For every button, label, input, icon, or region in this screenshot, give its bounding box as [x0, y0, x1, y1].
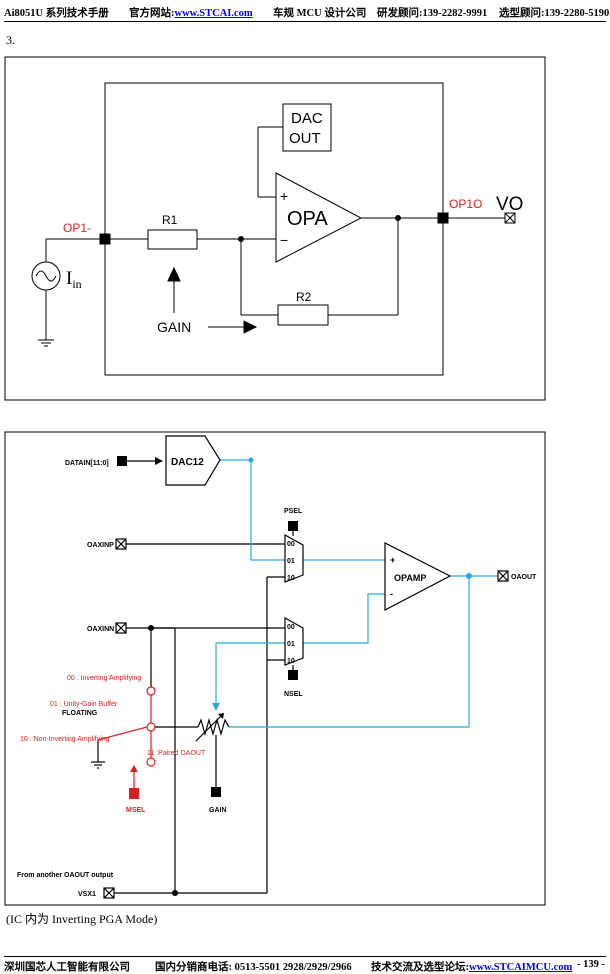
- nsel-mux: [284, 616, 304, 666]
- r1-resistor: [147, 229, 198, 250]
- dac-label-line1: DAC: [291, 110, 323, 127]
- vsx1-label: VSX1: [78, 891, 96, 898]
- gain-label: GAIN: [157, 319, 191, 335]
- op1o-label: OP1O: [449, 197, 482, 211]
- nsel-mux-in-01: 01: [287, 641, 295, 648]
- site-label: 官方网站:www.STCAI.com: [129, 8, 253, 19]
- footer-phone: 国内分销商电话: 0513-5501 2928/2929/2966: [155, 962, 352, 973]
- mode-common-contact: [146, 722, 156, 732]
- r1-label: R1: [162, 213, 178, 227]
- opa-minus-sign: −: [280, 232, 288, 248]
- opamp-triangle: [384, 542, 452, 611]
- oaxinn-label: OAXINN: [87, 626, 114, 633]
- forum-link[interactable]: www.STCAIMCU.com: [469, 962, 573, 973]
- psel-pin: [288, 521, 298, 531]
- oaxinp-label: OAXINP: [87, 542, 114, 549]
- nsel-pin: [288, 670, 298, 680]
- psel-mux: [284, 533, 304, 583]
- page-footer: 深圳国芯人工智能有限公司 国内分销商电话: 0513-5501 2928/292…: [0, 959, 610, 973]
- gain-label-2: GAIN: [209, 807, 227, 814]
- rd-contact: 研发顾问:139-2282-9991: [377, 8, 488, 19]
- gain-arrow-right-icon: [243, 320, 258, 334]
- mode-01-label: 01 : Unity-Gain Buffer: [50, 701, 118, 708]
- footer-company: 深圳国芯人工智能有限公司: [4, 962, 130, 973]
- from-another-label: From another OAOUT output: [17, 872, 114, 879]
- diagram2-frame: [4, 431, 546, 906]
- diagram-2: [4, 431, 546, 906]
- psel-mux-in-10: 10: [287, 575, 295, 582]
- mode-00-contact: [146, 686, 156, 696]
- footer-forum: 技术交流及选型论坛:www.STCAIMCU.com: [371, 962, 573, 973]
- msel-arrow-icon: [130, 765, 138, 772]
- diagram-1-labels: OP1- Iin R1 R2 GAIN DAC OUT + − OPA OP1O…: [63, 110, 523, 335]
- page-header: Ai8051U 系列技术手册 官方网站:www.STCAI.com 车规 MCU…: [0, 0, 610, 22]
- iin-label: Iin: [66, 268, 82, 291]
- msel-label: MSEL: [126, 807, 146, 814]
- nsel-mux-in-00: 00: [287, 624, 295, 631]
- opamp-plus-sign: +: [390, 555, 395, 565]
- doc-title: Ai8051U 系列技术手册: [4, 8, 109, 19]
- dac-label-line2: OUT: [289, 130, 321, 147]
- site-link[interactable]: www.STCAI.com: [174, 8, 253, 19]
- diagram-1: [4, 56, 546, 401]
- header-divider: [4, 21, 606, 22]
- ic-boundary: [104, 82, 444, 376]
- nsel-label: NSEL: [284, 691, 303, 698]
- company-tagline: 车规 MCU 设计公司: [273, 8, 367, 19]
- oaout-node: [466, 573, 472, 579]
- figure-caption: (IC 内为 Inverting PGA Mode): [6, 912, 158, 926]
- sel-contact: 选型顾问:139-2280-5190: [499, 8, 610, 19]
- dac12-label: DAC12: [171, 457, 204, 468]
- opamp-minus-sign: -: [390, 589, 393, 599]
- diagram-2-labels: DATAIN[11:0] DAC12 PSEL OAXINP OAXINN 00…: [17, 457, 537, 898]
- psel-mux-in-00: 00: [287, 541, 295, 548]
- mode-11-label: 11 :Paired OAOUT: [147, 750, 206, 757]
- datain-arrow-icon: [155, 457, 163, 465]
- mode-10-label: 10 : Non-Inverting Amplifying: [20, 736, 110, 743]
- datain-pin: [117, 456, 127, 466]
- mode-11-contact: [146, 757, 156, 767]
- msel-pin: [129, 788, 139, 799]
- gain-pin: [211, 787, 221, 797]
- diagram1-frame: [4, 56, 546, 401]
- opa-label: OPA: [287, 208, 328, 230]
- op1-minus-pin: [99, 233, 111, 245]
- floating-label: FLOATING: [62, 710, 98, 717]
- oaout-label: OAOUT: [511, 574, 537, 581]
- section-number: 3.: [6, 33, 15, 47]
- nsel-mux-in-10: 10: [287, 658, 295, 665]
- opa-triangle: [275, 172, 363, 263]
- datain-label: DATAIN[11:0]: [65, 460, 109, 467]
- mode-00-label: 00 : Inverting Amplifying: [67, 675, 141, 682]
- op1-minus-label: OP1-: [63, 221, 91, 235]
- gain-tap-arrow-icon: [212, 703, 220, 711]
- opa-plus-sign: +: [280, 188, 288, 204]
- r2-label: R2: [296, 290, 312, 304]
- psel-mux-in-01: 01: [287, 558, 295, 565]
- footer-divider: [4, 956, 606, 957]
- r2-resistor: [277, 304, 329, 326]
- page-number: - 139 -: [577, 959, 605, 970]
- psel-label: PSEL: [284, 508, 303, 515]
- dac12-block: [165, 435, 221, 486]
- gain-arrow-up-icon: [167, 266, 181, 282]
- op1o-pin: [437, 212, 449, 224]
- gain-potentiometer: [197, 717, 230, 737]
- opamp-label: OPAMP: [394, 573, 426, 583]
- vo-label: VO: [496, 194, 523, 215]
- sine-wave-icon: [35, 270, 57, 282]
